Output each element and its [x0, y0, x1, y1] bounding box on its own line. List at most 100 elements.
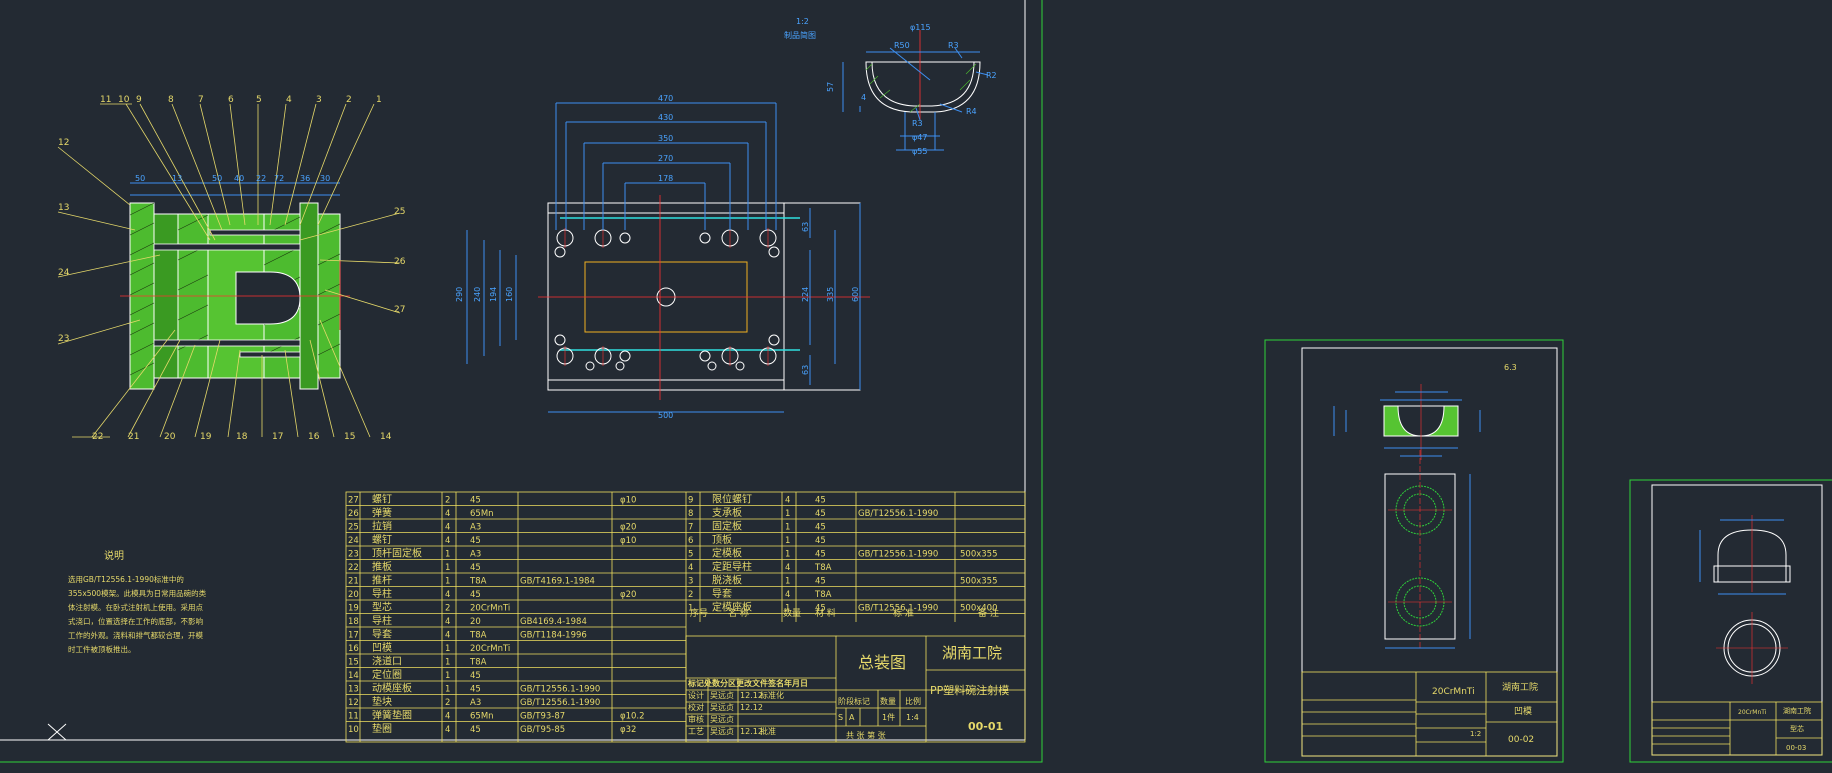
- bom-right-cell: 1: [785, 577, 790, 587]
- title-block: 总装图 湖南工院 PP塑料碗注射模 00-01 标记处数分区更改文件签名年月日 …: [685, 635, 1025, 743]
- bom-left-cell: GB4169.4-1984: [520, 617, 587, 627]
- bom-left-cell: A3: [470, 698, 481, 708]
- svg-text:1:2: 1:2: [796, 17, 809, 26]
- bom-right-cell: 45: [815, 523, 826, 533]
- bom-left-cell: 4: [445, 725, 450, 735]
- svg-text:φ55: φ55: [912, 147, 927, 156]
- bom-left-cell: 垫块: [372, 695, 392, 708]
- svg-text:2: 2: [346, 95, 352, 105]
- bom-right-cell: 限位螺钉: [712, 493, 752, 506]
- bom-right-cell: 500x400: [960, 604, 997, 614]
- bom-left-cell: 14: [348, 671, 359, 681]
- svg-text:工作的外观。浇料和排气都较合理，开模: 工作的外观。浇料和排气都较合理，开模: [68, 630, 203, 640]
- bom-left-cell: 12: [348, 698, 359, 708]
- bom-left-cell: 弹簧: [372, 506, 392, 519]
- svg-text:20: 20: [164, 432, 176, 442]
- svg-text:R4: R4: [966, 107, 977, 116]
- bom-left-cell: 45: [470, 725, 481, 735]
- svg-text:25: 25: [394, 207, 405, 217]
- svg-text:9: 9: [136, 95, 142, 105]
- svg-text:16: 16: [308, 432, 320, 442]
- section-dims: 50 13 50 40 22 72 36 30: [135, 174, 330, 183]
- svg-text:共 张 第 张: 共 张 第 张: [846, 730, 886, 740]
- svg-text:时工件被顶板推出。: 时工件被顶板推出。: [68, 644, 136, 654]
- bom-left-cell: 20: [348, 590, 359, 600]
- svg-text:27: 27: [394, 305, 405, 315]
- svg-text:224: 224: [801, 287, 810, 302]
- svg-text:吴远贞: 吴远贞: [710, 714, 734, 724]
- svg-text:00-02: 00-02: [1508, 735, 1534, 745]
- svg-text:19: 19: [200, 432, 212, 442]
- svg-text:R50: R50: [894, 41, 910, 50]
- bom-right-cell: 4: [785, 590, 790, 600]
- svg-text:标 准: 标 准: [893, 607, 914, 619]
- svg-text:名 称: 名 称: [728, 607, 749, 619]
- bom-left-cell: 1: [445, 550, 450, 560]
- bom-right-cell: 8: [688, 509, 693, 519]
- bom-right-cell: T8A: [814, 563, 832, 573]
- bom-left-cell: φ10: [620, 496, 636, 506]
- bom-left-cell: 11: [348, 712, 359, 722]
- svg-text:10: 10: [118, 95, 130, 105]
- bom-header: 序号 名 称 数量 材 料 标 准 备 注: [690, 607, 999, 619]
- svg-text:φ47: φ47: [912, 133, 927, 142]
- svg-text:21: 21: [128, 432, 139, 442]
- bom-left-cell: φ10: [620, 536, 636, 546]
- bom-table: [345, 491, 1026, 743]
- svg-text:12.12: 12.12: [740, 727, 763, 736]
- bom-left-cell: 21: [348, 577, 359, 587]
- svg-text:1: 1: [376, 95, 382, 105]
- bom-left-cell: 2: [445, 698, 450, 708]
- bom-left-cell: 1: [445, 644, 450, 654]
- bom-right-cell: 1: [785, 536, 790, 546]
- bom-left-cell: 16: [348, 644, 359, 654]
- svg-text:校对: 校对: [688, 702, 704, 712]
- bom-left-cell: 动模座板: [372, 682, 412, 695]
- svg-text:1:4: 1:4: [906, 713, 919, 722]
- bom-left-cell: 弹簧垫圈: [372, 709, 412, 722]
- svg-text:20CrMnTi: 20CrMnTi: [1738, 709, 1767, 716]
- svg-text:审核: 审核: [688, 714, 704, 724]
- bom-left-cell: 18: [348, 617, 359, 627]
- svg-text:批准: 批准: [760, 726, 776, 736]
- bom-left-cell: 1: [445, 671, 450, 681]
- svg-text:11: 11: [100, 95, 111, 105]
- sheet-2: 20CrMnTi 湖南工院 凹模 00-02 1:2 6.3: [1264, 339, 1564, 763]
- plan-view: [466, 102, 870, 413]
- svg-text:R2: R2: [986, 71, 997, 80]
- bom-left-cell: φ32: [620, 725, 636, 735]
- product-labels: 1:2 制品简图 φ115 R50 R3 R2 R4 R3 57 4 φ47 φ…: [784, 17, 997, 156]
- bom-left-cell: 45: [470, 563, 481, 573]
- svg-text:13: 13: [172, 174, 182, 183]
- svg-text:材 料: 材 料: [815, 607, 836, 619]
- svg-text:350: 350: [658, 134, 673, 143]
- bom-right-cell: 1: [785, 523, 790, 533]
- main-sheet-frame: [0, 0, 1043, 763]
- svg-text:20CrMnTi: 20CrMnTi: [1432, 687, 1475, 697]
- part-leaders: [57, 103, 401, 438]
- svg-text:数量: 数量: [880, 696, 896, 706]
- svg-text:凹模: 凹模: [1514, 706, 1532, 717]
- svg-text:1件: 1件: [882, 712, 895, 722]
- bom-left-cell: 25: [348, 523, 359, 533]
- bom-right-cell: 定距导柱: [712, 560, 752, 573]
- svg-text:335: 335: [826, 287, 835, 302]
- bom-left-cell: 4: [445, 509, 450, 519]
- svg-text:600: 600: [851, 287, 860, 302]
- bom-left-cell: φ20: [620, 590, 636, 600]
- bom-left-cell: 23: [348, 550, 359, 560]
- svg-text:57: 57: [826, 82, 835, 92]
- bom-left-cell: 导柱: [372, 587, 392, 600]
- svg-text:3: 3: [316, 95, 322, 105]
- bom-left-cell: 导柱: [372, 614, 392, 627]
- svg-text:序号: 序号: [690, 607, 708, 619]
- svg-text:17: 17: [272, 432, 283, 442]
- bom-left-cell: T8A: [469, 577, 487, 587]
- bom-left-cell: 1: [445, 577, 450, 587]
- svg-text:30: 30: [320, 174, 330, 183]
- svg-text:6.3: 6.3: [1504, 363, 1517, 372]
- svg-text:22: 22: [256, 174, 266, 183]
- bom-right-cell: 定模座板: [712, 601, 752, 614]
- svg-text:S: S: [838, 713, 843, 722]
